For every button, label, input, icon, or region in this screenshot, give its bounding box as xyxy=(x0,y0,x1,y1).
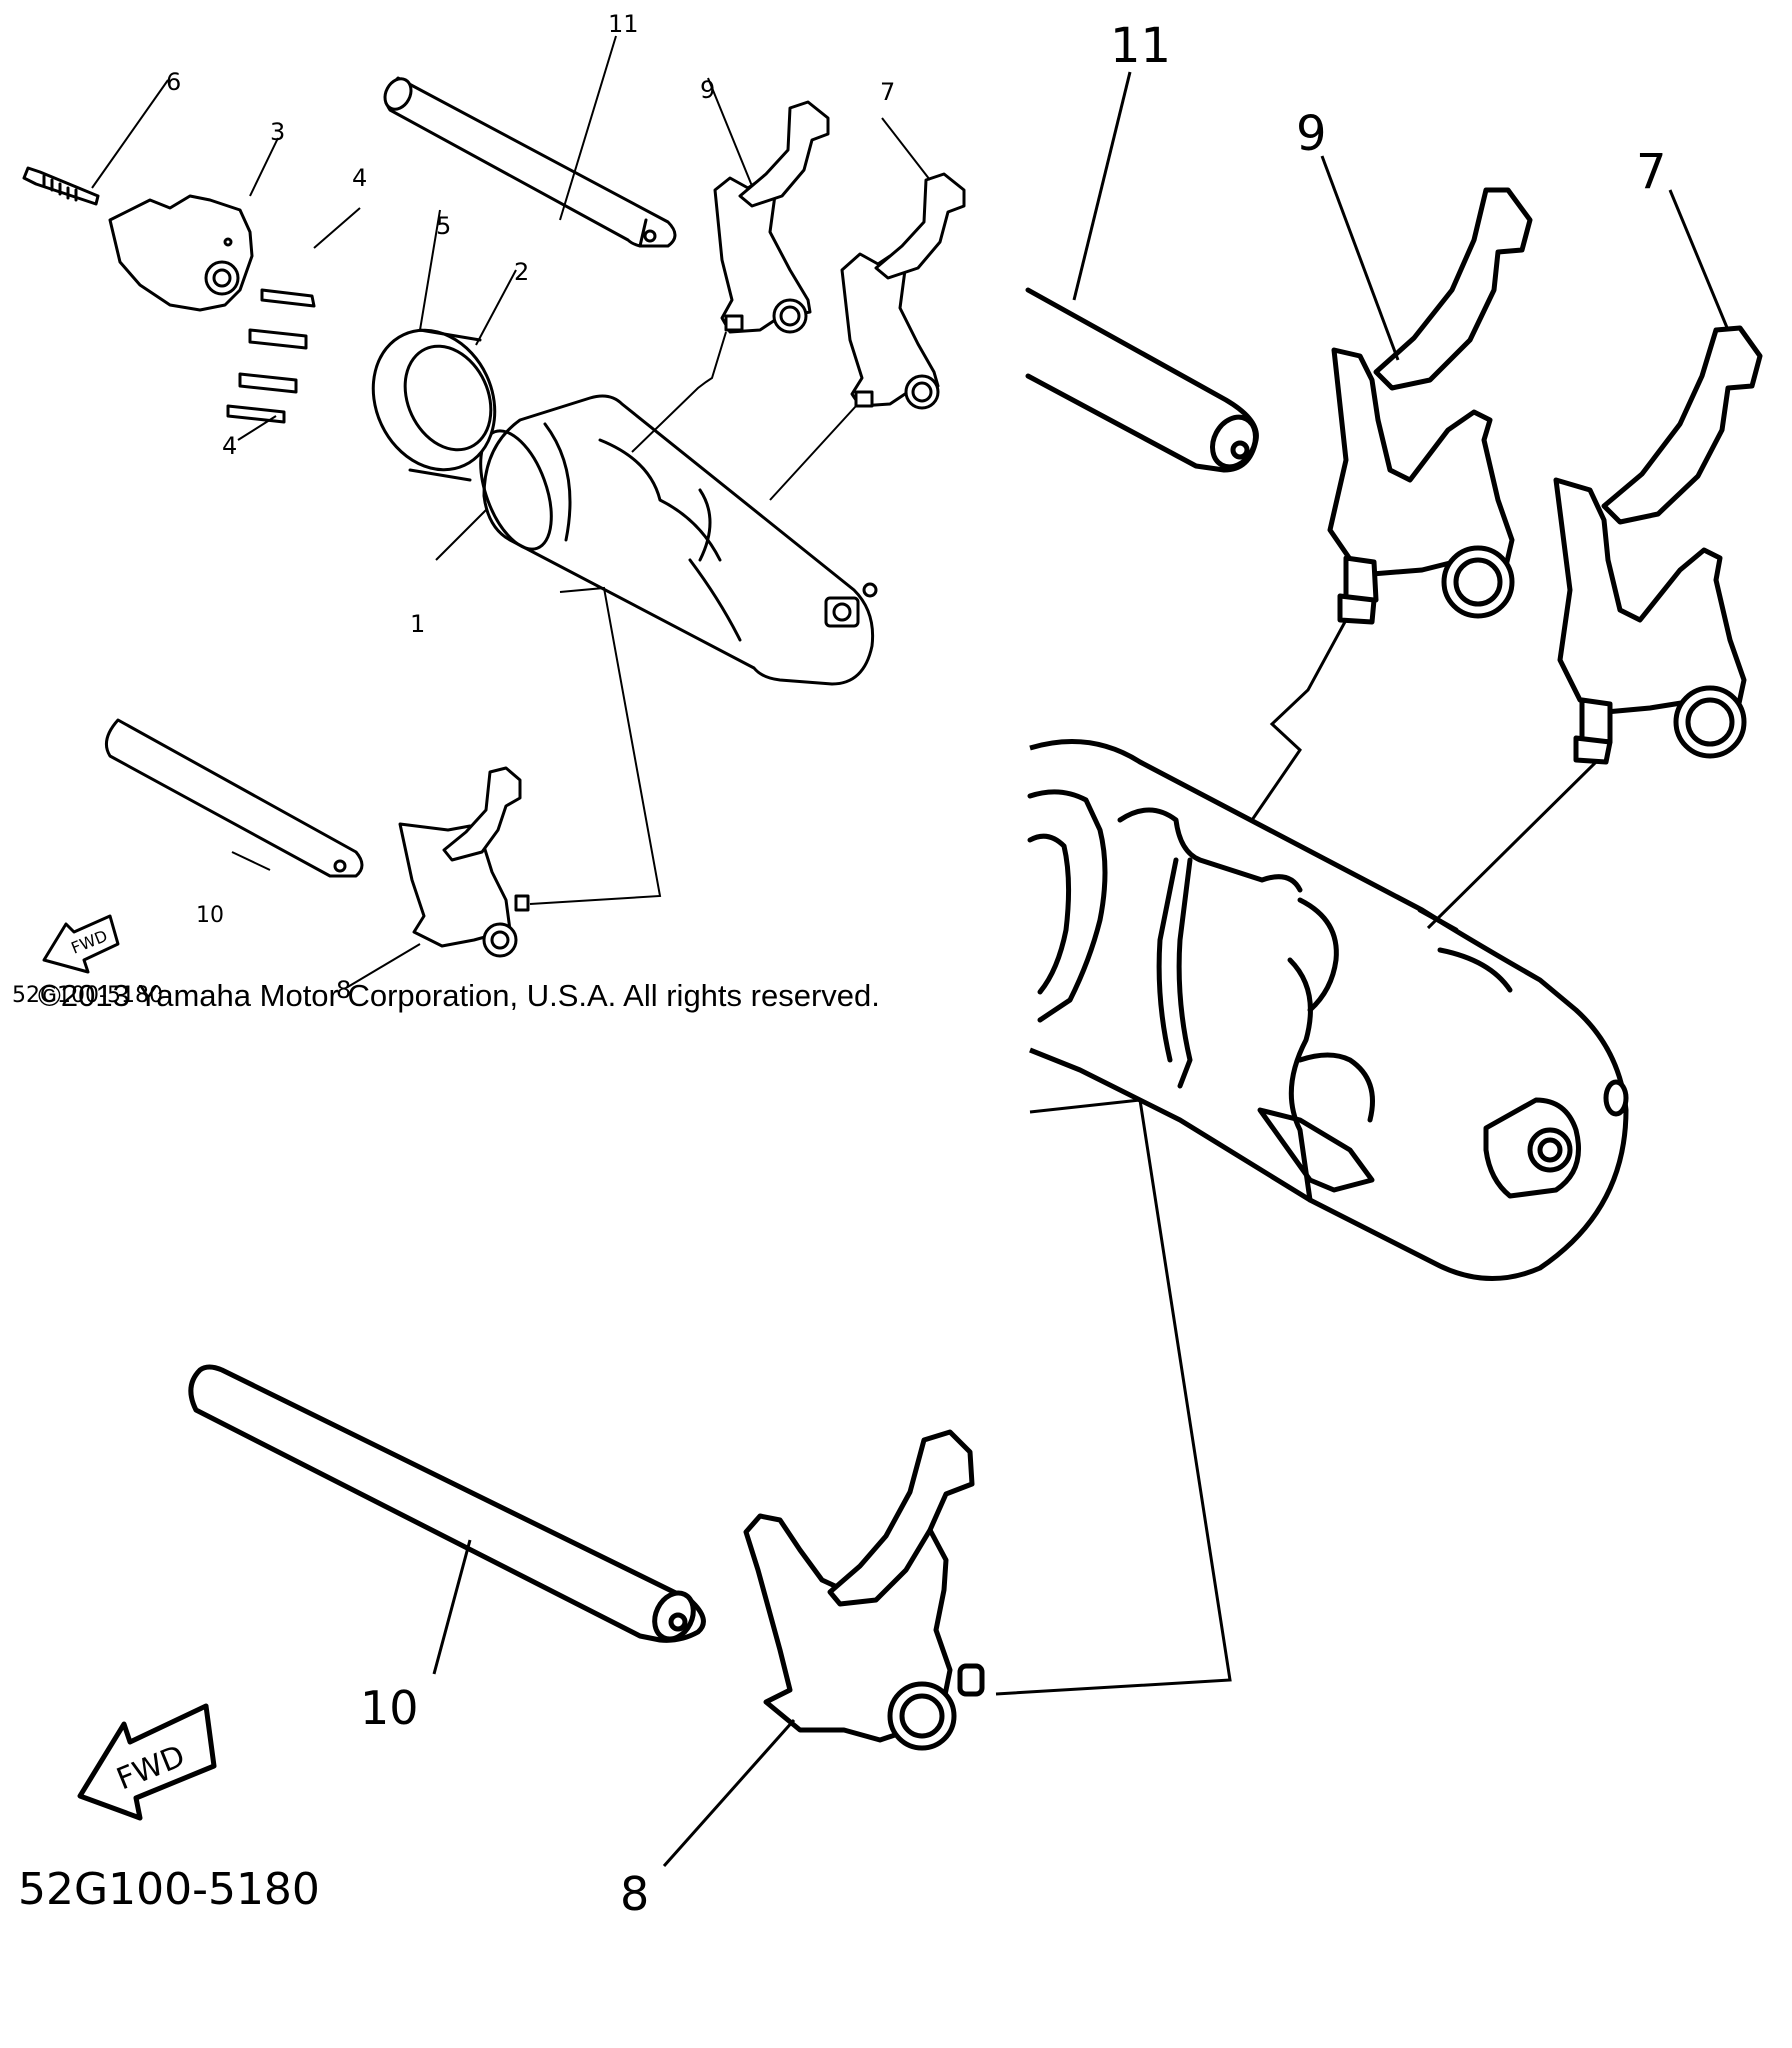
shift-fork-8 xyxy=(398,766,530,958)
callout-2-small: 2 xyxy=(514,258,529,286)
callout-9-large: 9 xyxy=(1296,106,1327,162)
dowel-pins xyxy=(226,288,316,424)
callout-11-small: 11 xyxy=(608,10,639,38)
shift-fork-7-large xyxy=(1553,325,1763,765)
fwd-arrow-large xyxy=(77,1703,217,1821)
shift-fork-9 xyxy=(713,100,830,334)
callout-5-small: 5 xyxy=(436,212,451,240)
screw xyxy=(22,166,100,206)
callout-10-small: 10 xyxy=(196,903,224,928)
shift-fork-shaft-upper-large xyxy=(1025,287,1259,473)
detail-diagram: 11 9 7 10 8 FWD 52G100-5180 xyxy=(18,18,1763,1921)
callout-11-large: 11 xyxy=(1110,18,1171,74)
overview-diagram: 11 9 7 6 3 4 5 2 4 1 10 8 FWD 52G100-518… xyxy=(12,10,966,1008)
shift-fork-shaft-lower xyxy=(104,718,364,878)
callout-7-large: 7 xyxy=(1636,144,1667,200)
callout-7-small: 7 xyxy=(880,78,895,106)
shift-fork-9-large xyxy=(1327,187,1533,625)
copyright-notice: ©2013 Yamaha Motor Corporation, U.S.A. A… xyxy=(38,978,880,1013)
callout-3-small: 3 xyxy=(270,118,285,146)
callout-4-small-upper: 4 xyxy=(352,164,367,192)
bearing xyxy=(371,328,497,482)
callout-8-large: 8 xyxy=(620,1867,649,1921)
shift-fork-7 xyxy=(840,172,966,410)
shift-drum xyxy=(479,394,878,686)
callout-6-small: 6 xyxy=(166,68,181,96)
callout-1-small: 1 xyxy=(410,610,425,638)
callout-10-large: 10 xyxy=(360,1681,419,1735)
shift-drum-segment xyxy=(108,194,254,312)
callout-4-small-lower: 4 xyxy=(222,432,237,460)
shift-drum-large xyxy=(1027,739,1629,1281)
callout-9-small: 9 xyxy=(700,76,715,104)
fwd-arrow-small xyxy=(42,914,120,974)
part-code-small: 52G100-5180 xyxy=(12,983,163,1008)
shift-fork-shaft-upper xyxy=(383,76,677,248)
part-code-large: 52G100-5180 xyxy=(18,1864,320,1915)
shift-fork-8-large xyxy=(743,1429,985,1751)
shift-fork-shaft-lower-large xyxy=(188,1364,706,1643)
callout-8-small: 8 xyxy=(336,976,351,1004)
